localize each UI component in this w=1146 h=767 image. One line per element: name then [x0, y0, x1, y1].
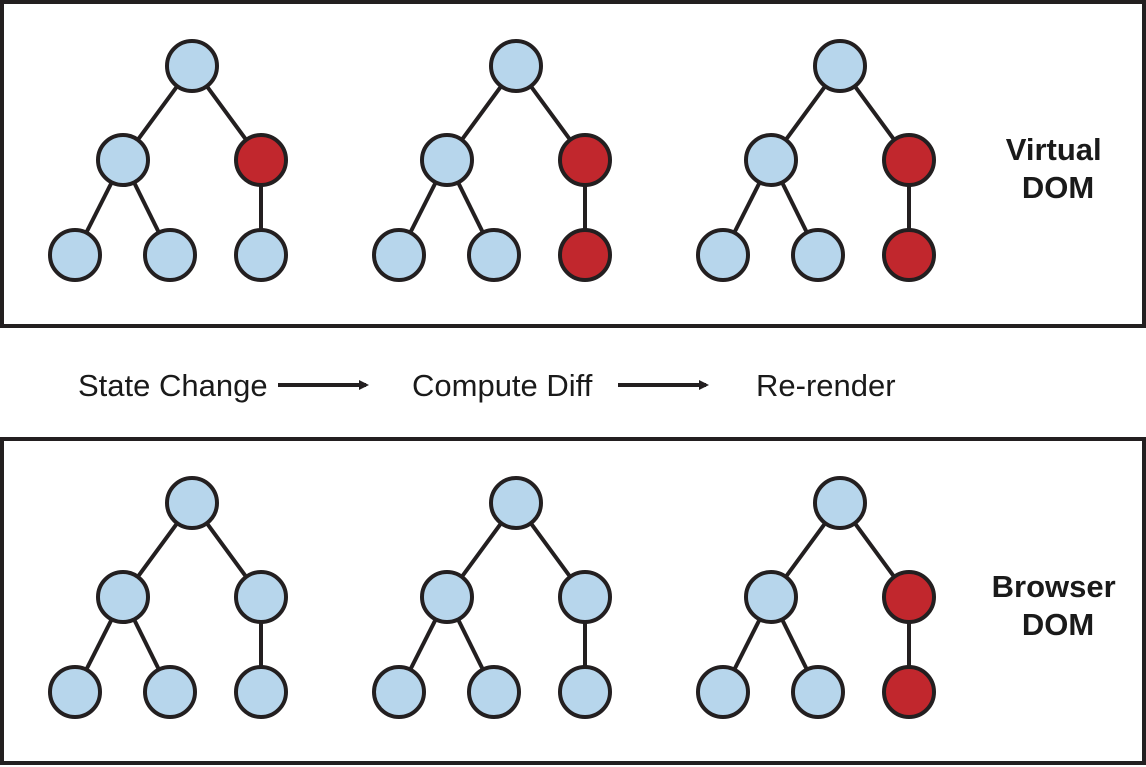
step-re-render: Re-render — [756, 368, 896, 403]
dom-node — [234, 570, 288, 624]
dom-node — [420, 133, 474, 187]
dom-node — [467, 228, 521, 282]
dom-node — [234, 228, 288, 282]
dom-node — [489, 39, 543, 93]
browser-dom-label: Browser DOM — [992, 569, 1125, 642]
dom-node — [467, 665, 521, 719]
virtual-dom-panel: Virtual DOM — [0, 0, 1146, 328]
changed-node — [882, 570, 936, 624]
step-state-change: State Change — [78, 368, 268, 403]
browser-dom-tree-2 — [372, 476, 612, 719]
dom-node — [696, 228, 750, 282]
virtual-dom-tree-3 — [696, 39, 936, 282]
dom-node — [696, 665, 750, 719]
process-steps: State Change Compute Diff Re-render — [78, 368, 896, 403]
browser-dom-tree-1 — [48, 476, 288, 719]
dom-node — [791, 228, 845, 282]
changed-node — [882, 228, 936, 282]
dom-node — [143, 665, 197, 719]
dom-node — [744, 570, 798, 624]
dom-node — [791, 665, 845, 719]
dom-node — [372, 228, 426, 282]
changed-node — [234, 133, 288, 187]
dom-node — [143, 228, 197, 282]
changed-node — [882, 665, 936, 719]
dom-node — [48, 228, 102, 282]
virtual-dom-label: Virtual DOM — [1006, 132, 1111, 205]
changed-node — [882, 133, 936, 187]
dom-node — [48, 665, 102, 719]
browser-dom-panel: Browser DOM — [0, 437, 1146, 765]
virtual-dom-tree-2 — [372, 39, 612, 282]
dom-node — [165, 476, 219, 530]
dom-node — [744, 133, 798, 187]
virtual-dom-tree-1 — [48, 39, 288, 282]
dom-node — [558, 665, 612, 719]
virtual-dom-label-line-2: DOM — [1022, 170, 1094, 205]
dom-node — [813, 39, 867, 93]
step-compute-diff: Compute Diff — [412, 368, 593, 403]
changed-node — [558, 228, 612, 282]
dom-node — [96, 133, 150, 187]
dom-node — [234, 665, 288, 719]
virtual-dom-label-line-1: Virtual — [1006, 132, 1102, 167]
dom-node — [558, 570, 612, 624]
changed-node — [558, 133, 612, 187]
virtual-dom-trees — [48, 39, 936, 282]
dom-node — [489, 476, 543, 530]
browser-dom-tree-3 — [696, 476, 936, 719]
dom-node — [372, 665, 426, 719]
browser-dom-label-line-1: Browser — [992, 569, 1116, 604]
browser-dom-label-line-2: DOM — [1022, 607, 1094, 642]
browser-dom-trees — [48, 476, 936, 719]
dom-node — [813, 476, 867, 530]
dom-node — [96, 570, 150, 624]
dom-node — [420, 570, 474, 624]
dom-node — [165, 39, 219, 93]
